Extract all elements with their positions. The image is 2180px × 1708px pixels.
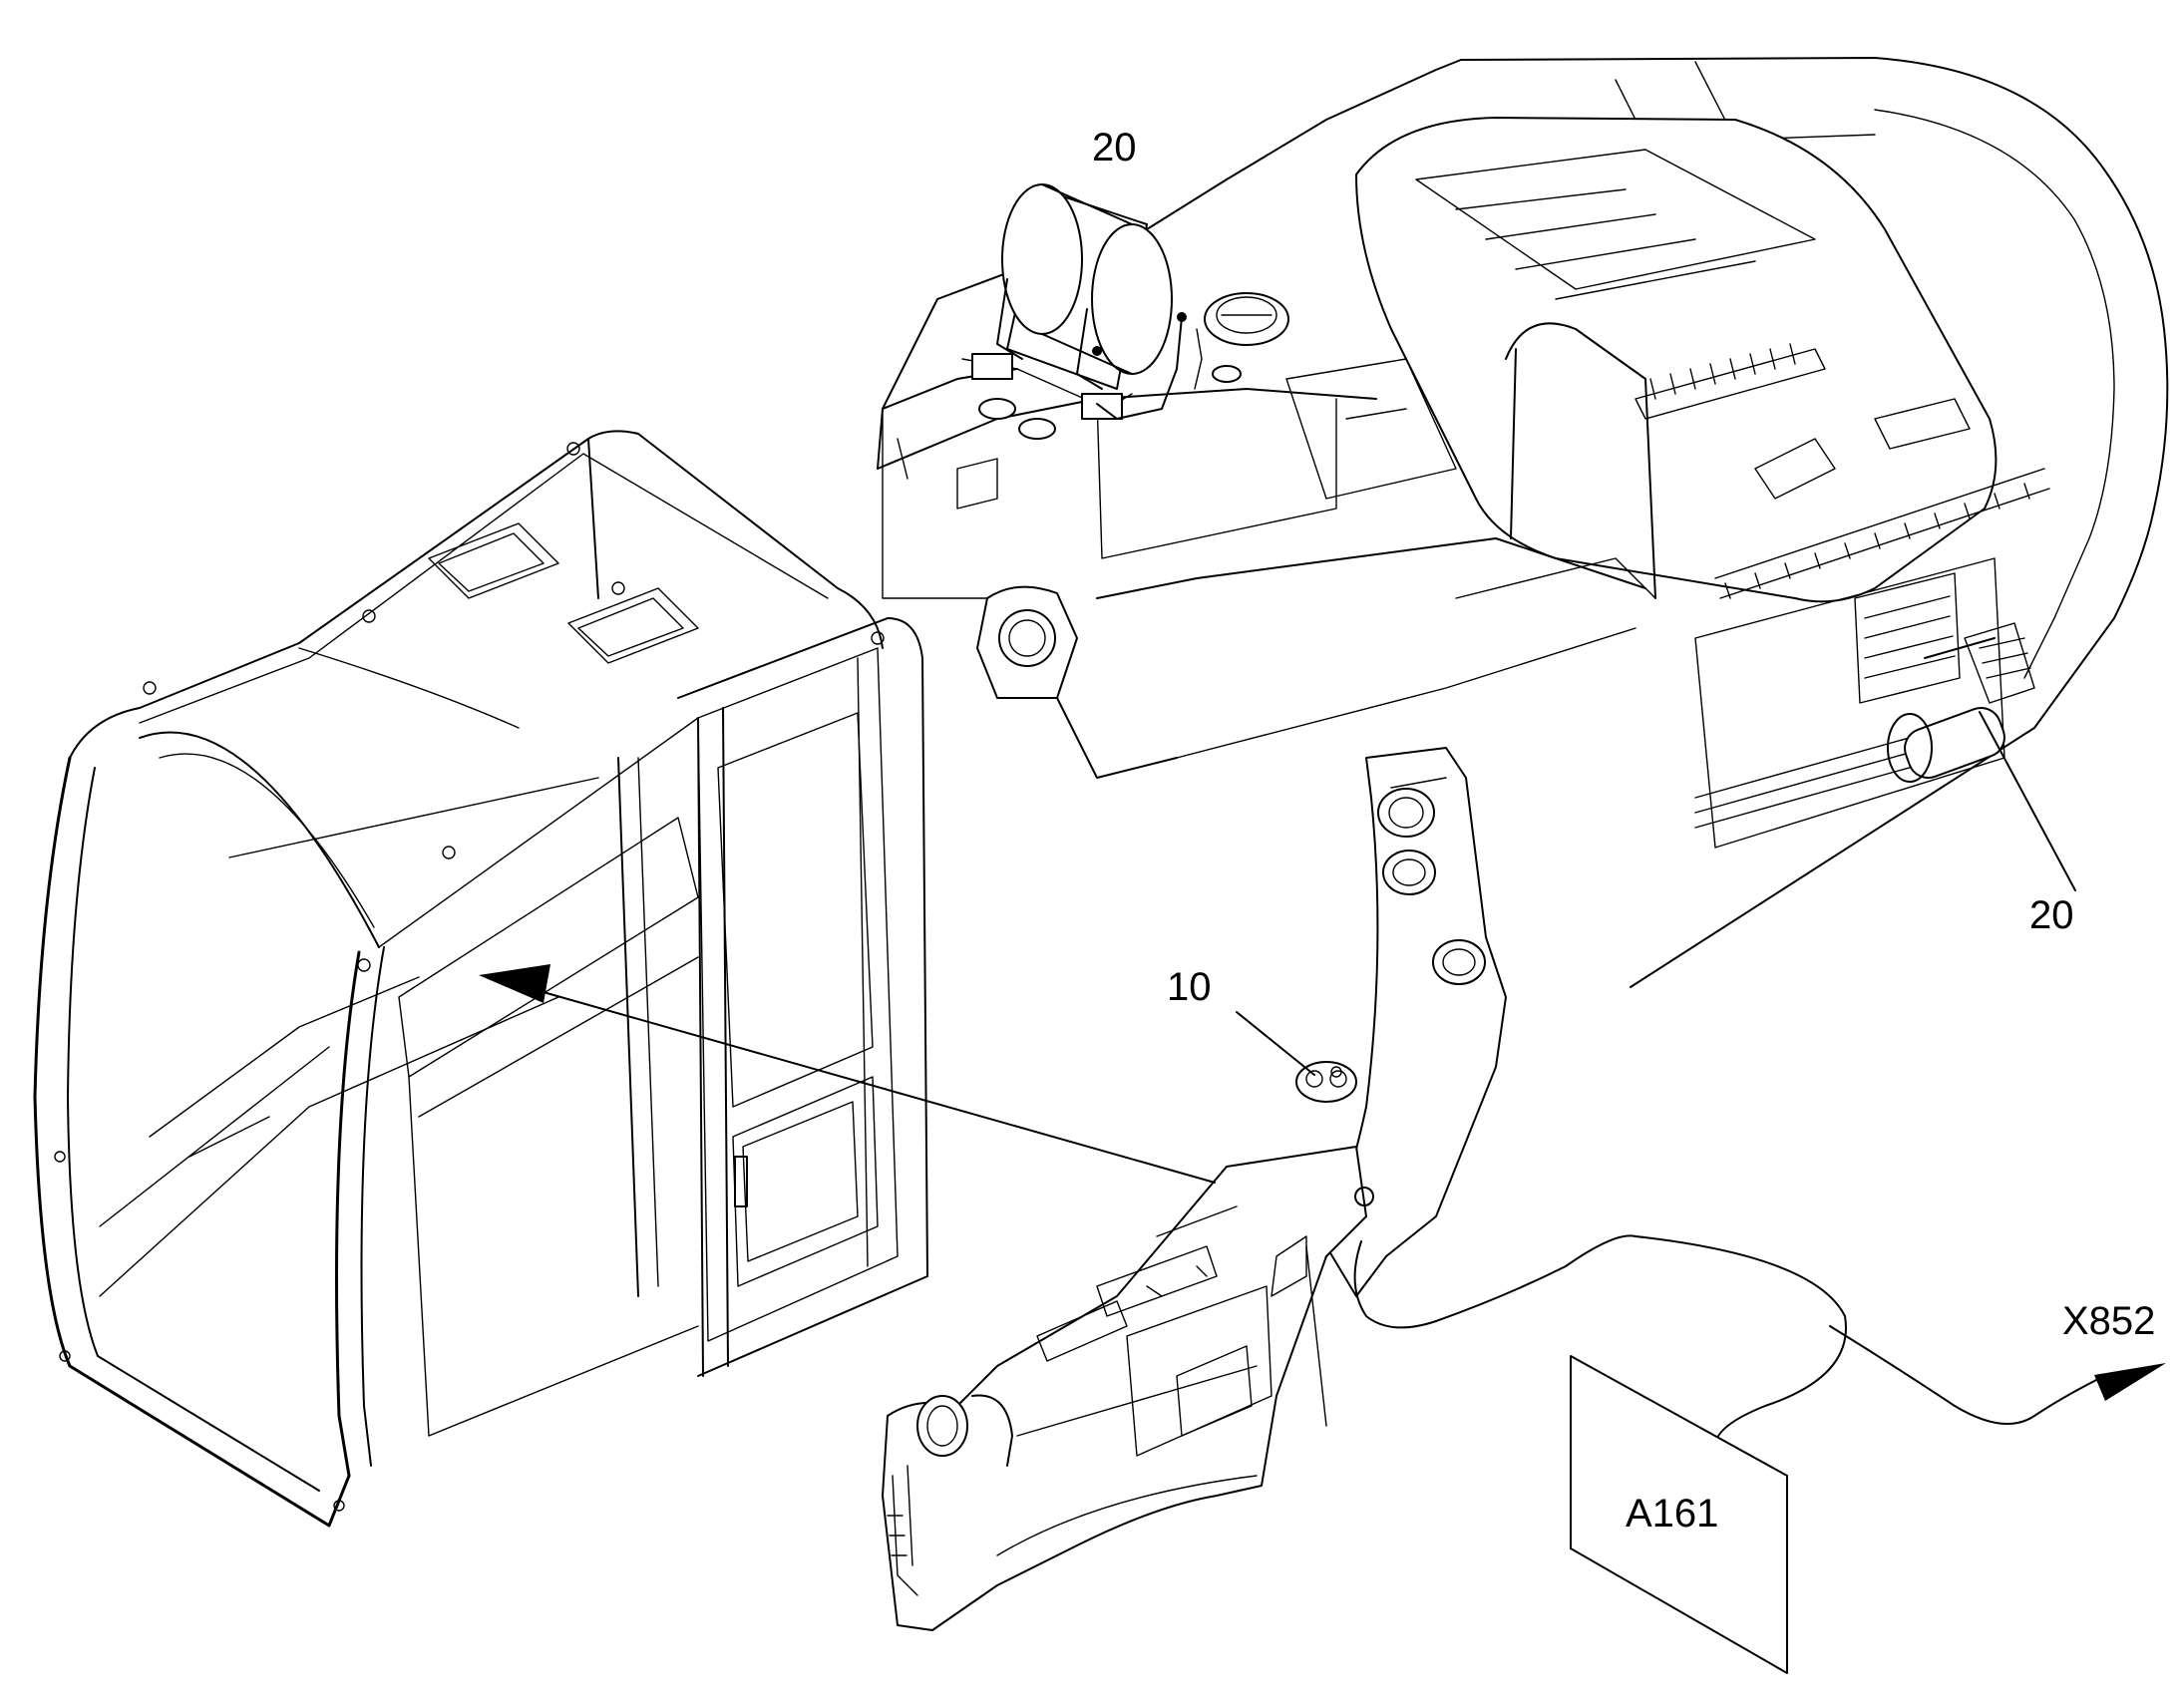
side-console-panel bbox=[882, 747, 1507, 1631]
install-direction-arrow bbox=[479, 964, 1216, 1184]
operator-cab bbox=[33, 430, 928, 1528]
module-label-a161: A161 bbox=[1626, 1492, 1719, 1536]
callout-label-20-right: 20 bbox=[2029, 893, 2074, 937]
leader-line-10 bbox=[1236, 1011, 1315, 1076]
machine-upperstructure bbox=[877, 57, 2169, 988]
module-a161-box bbox=[1570, 1355, 1788, 1674]
leader-line-20-right bbox=[1979, 711, 2076, 891]
air-tank bbox=[961, 183, 1203, 420]
callout-label-20-top: 20 bbox=[1092, 126, 1137, 170]
wire-harness bbox=[1353, 1234, 2166, 1447]
callout-label-10: 10 bbox=[1167, 965, 1212, 1009]
connector-label-x852: X852 bbox=[2062, 1299, 2156, 1343]
